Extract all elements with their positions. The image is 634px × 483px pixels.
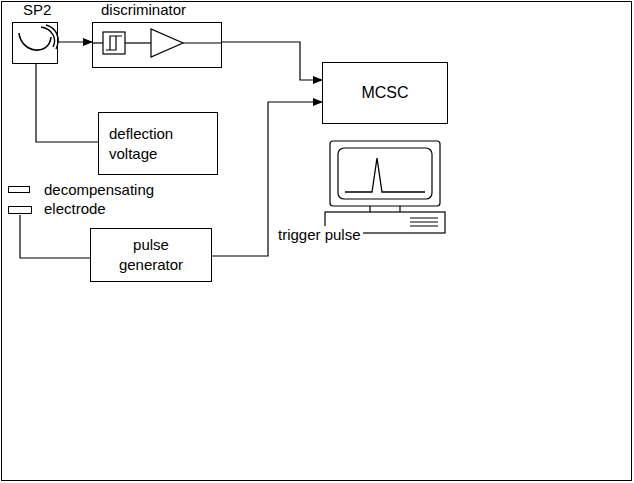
signal-label: trigger pulse bbox=[276, 226, 363, 244]
discriminator-symbols bbox=[93, 23, 221, 67]
electrode-plate bbox=[8, 206, 32, 214]
process-box: pulse generator bbox=[90, 228, 212, 282]
signal-connector bbox=[20, 215, 90, 258]
box-label: pulse generator bbox=[119, 235, 183, 275]
box-label: deflection voltage bbox=[109, 124, 173, 164]
discriminator-box: discriminator bbox=[92, 22, 222, 68]
component-heading: SP2 bbox=[23, 1, 51, 19]
signal-connector bbox=[36, 64, 98, 142]
signal-connector bbox=[58, 41, 92, 42]
electrode-group: decompensating electrode bbox=[6, 180, 166, 215]
component-heading: discriminator bbox=[101, 1, 186, 19]
box-label: MCSC bbox=[361, 84, 408, 102]
process-box: deflection voltage bbox=[98, 112, 218, 175]
signal-connector bbox=[222, 42, 322, 80]
electrode-plate bbox=[8, 186, 30, 193]
process-box: MCSC bbox=[322, 62, 448, 124]
detector-icon bbox=[13, 23, 57, 63]
computer-icon bbox=[325, 141, 445, 233]
detector-box: SP2 bbox=[12, 22, 58, 64]
component-label: decompensating electrode bbox=[44, 180, 162, 218]
